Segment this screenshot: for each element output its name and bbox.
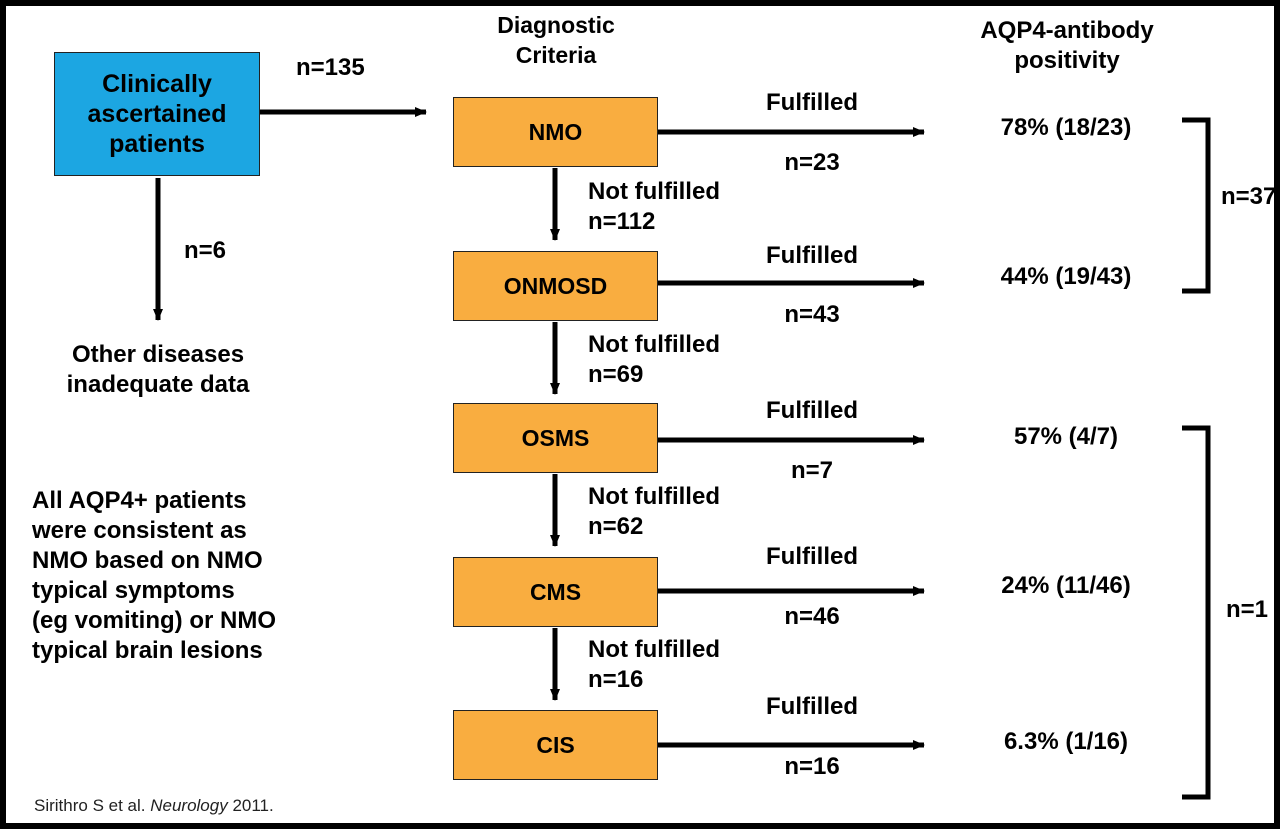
nmo-not-fulfilled-label: Not fulfilled	[588, 178, 720, 205]
criteria-box-cms: CMS	[453, 557, 658, 627]
excluded-n: n=6	[184, 237, 227, 264]
osms-positivity: 57% (4/7)	[1013, 423, 1119, 450]
diagram-canvas: Diagnostic Criteria AQP4-antibody positi…	[6, 6, 1274, 823]
onmosd-fulfilled-n: n=43	[784, 301, 840, 328]
header-criteria-line2: Criteria	[515, 42, 597, 68]
aqp4-note: All AQP4+ patients were consistent as NM…	[32, 486, 276, 666]
osms-not-fulfilled-n: n=62	[588, 513, 644, 540]
note-line1: All AQP4+ patients	[32, 487, 247, 514]
onmosd-not-fulfilled-n: n=69	[588, 361, 644, 388]
bracket-bottom-label: n=1	[1226, 596, 1269, 623]
citation-journal: Neurology	[150, 796, 228, 815]
onmosd-fulfilled-label: Fulfilled	[766, 242, 858, 269]
cis-fulfilled-n: n=16	[784, 753, 840, 780]
bracket-top	[1182, 117, 1211, 294]
osms-fulfilled-label: Fulfilled	[766, 397, 858, 424]
start-box-line2: ascertained	[87, 100, 227, 128]
criteria-box-osms: OSMS	[453, 403, 658, 473]
note-line5: (eg vomiting) or NMO	[32, 607, 276, 634]
criteria-box-cis: CIS	[453, 710, 658, 780]
osms-not-fulfilled: Not fulfilled n=62	[588, 482, 720, 542]
citation-year: 2011.	[227, 796, 274, 815]
osms-fulfilled-n: n=7	[790, 457, 834, 484]
start-box-line1: Clinically	[102, 70, 212, 98]
criteria-box-nmo: NMO	[453, 97, 658, 167]
criteria-box-onmosd: ONMOSD	[453, 251, 658, 321]
nmo-not-fulfilled: Not fulfilled n=112	[588, 177, 720, 237]
note-line3: NMO based on NMO	[32, 547, 263, 574]
excluded-label-line2: inadequate data	[66, 371, 250, 398]
osms-not-fulfilled-label: Not fulfilled	[588, 483, 720, 510]
start-box-line3: patients	[109, 130, 205, 158]
cms-not-fulfilled-n: n=16	[588, 666, 644, 693]
nmo-not-fulfilled-n: n=112	[588, 208, 656, 235]
onmosd-positivity: 44% (19/43)	[1000, 263, 1132, 290]
cms-positivity: 24% (11/46)	[1001, 572, 1131, 599]
citation-authors: Sirithro S et al.	[34, 796, 151, 815]
header-positivity-line2: positivity	[1014, 47, 1120, 74]
cms-not-fulfilled-label: Not fulfilled	[588, 636, 720, 663]
bracket-top-label: n=37	[1221, 183, 1274, 210]
excluded-label-line1: Other diseases	[71, 341, 245, 368]
clinically-ascertained-patients-box: Clinically ascertained patients	[54, 52, 260, 176]
onmosd-not-fulfilled: Not fulfilled n=69	[588, 330, 720, 390]
connector-layer	[153, 107, 1211, 800]
header-aqp4-positivity: AQP4-antibody positivity	[952, 16, 1182, 76]
onmosd-not-fulfilled-label: Not fulfilled	[588, 331, 720, 358]
cis-positivity: 6.3% (1/16)	[1003, 728, 1129, 755]
citation: Sirithro S et al. Neurology 2011.	[34, 796, 274, 816]
cms-not-fulfilled: Not fulfilled n=16	[588, 635, 720, 695]
excluded-label: Other diseases inadequate data	[32, 340, 284, 400]
nmo-fulfilled-n: n=23	[784, 149, 840, 176]
cms-fulfilled-n: n=46	[784, 603, 840, 630]
bracket-bottom	[1182, 425, 1211, 800]
header-diagnostic-criteria: Diagnostic Criteria	[476, 10, 636, 70]
header-criteria-line1: Diagnostic	[497, 12, 615, 38]
header-positivity-line1: AQP4-antibody	[980, 17, 1154, 44]
note-line6: typical brain lesions	[32, 637, 263, 664]
note-line4: typical symptoms	[32, 577, 235, 604]
cis-fulfilled-label: Fulfilled	[766, 693, 858, 720]
note-line2: were consistent as	[32, 517, 247, 544]
start-to-nmo-n: n=135	[296, 54, 365, 81]
nmo-fulfilled-label: Fulfilled	[766, 89, 858, 116]
cms-fulfilled-label: Fulfilled	[766, 543, 858, 570]
nmo-positivity: 78% (18/23)	[1000, 114, 1132, 141]
